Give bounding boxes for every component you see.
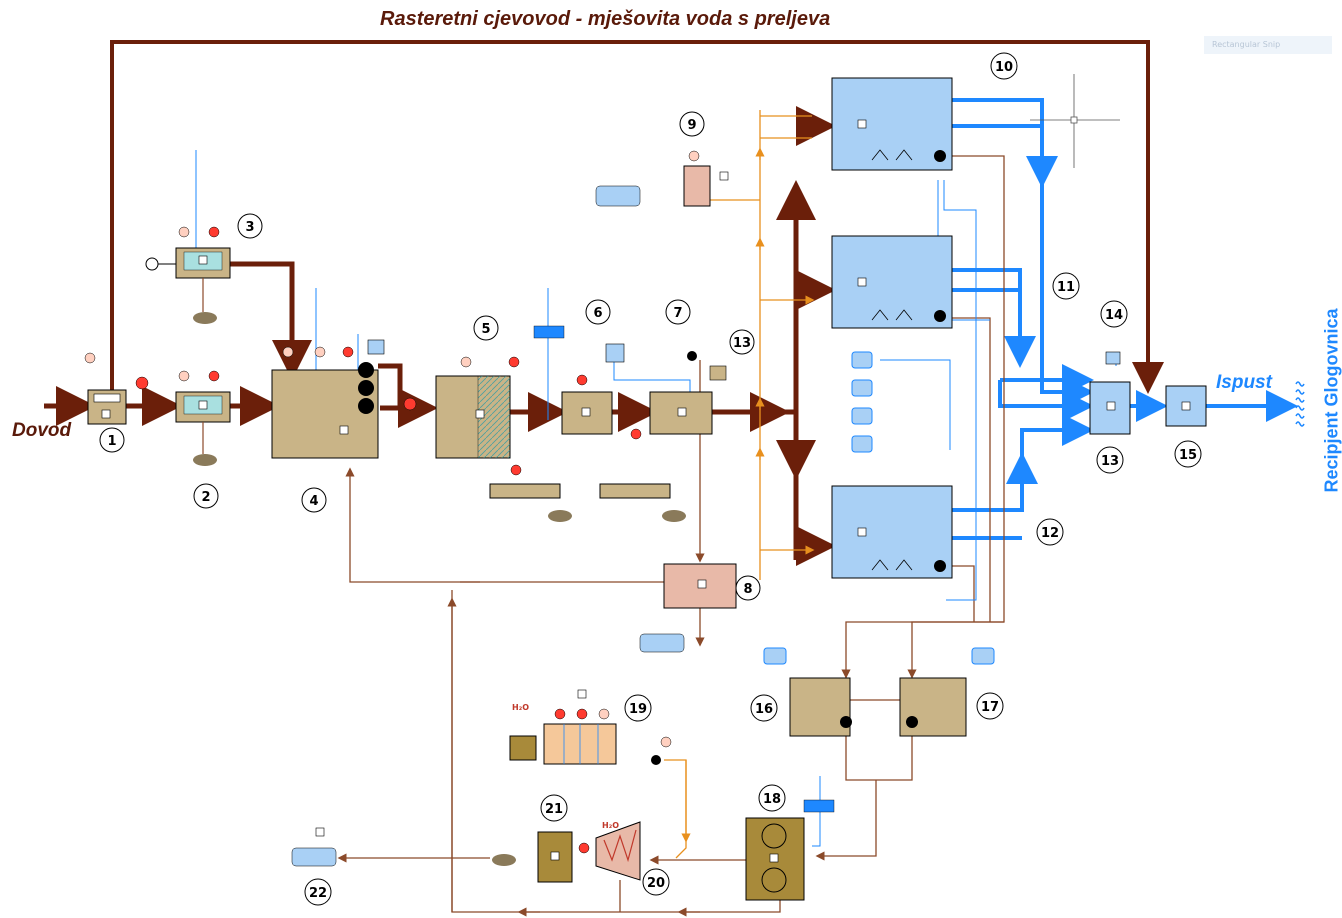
treated-water-lines <box>946 98 1298 540</box>
unit-21-sludge-container <box>492 831 573 883</box>
svg-text:3: 3 <box>245 220 254 235</box>
unit-label-10: 10 <box>990 52 1018 80</box>
svg-text:6: 6 <box>593 306 602 321</box>
unit-label-13b: 13 <box>1096 446 1124 474</box>
unit-4-equalization-tank <box>271 339 417 459</box>
svg-text:12: 12 <box>1041 526 1059 541</box>
svg-text:13: 13 <box>1101 454 1119 469</box>
unit-label-3: 3 <box>237 213 263 239</box>
unit-3-chemical-tank <box>145 226 231 324</box>
svg-text:7: 7 <box>673 306 682 321</box>
unit-6-tank <box>561 343 686 522</box>
unit-label-11: 11 <box>1052 272 1080 300</box>
unit-20-dewatering <box>578 821 641 881</box>
svg-text:10: 10 <box>995 60 1013 75</box>
unit-label-1: 1 <box>99 427 125 453</box>
crosshair-icon <box>1030 74 1120 168</box>
svg-text:20: 20 <box>647 876 665 891</box>
unit-10-bioreactor <box>831 77 953 171</box>
unit-5-primary-clarifier <box>435 325 572 522</box>
unit-16-thickener <box>763 647 852 737</box>
unit-label-18: 18 <box>758 784 786 812</box>
unit-label-14: 14 <box>1100 300 1128 328</box>
svg-text:9: 9 <box>687 118 696 133</box>
svg-text:4: 4 <box>309 494 318 509</box>
svg-text:8: 8 <box>743 582 752 597</box>
unit-label-5: 5 <box>473 315 499 341</box>
svg-text:22: 22 <box>309 886 327 901</box>
unit-label-9: 9 <box>679 111 705 137</box>
unit-label-6: 6 <box>585 299 611 325</box>
svg-text:2: 2 <box>201 490 210 505</box>
unit-17-thickener <box>899 647 995 737</box>
svg-text:18: 18 <box>763 792 781 807</box>
svg-text:17: 17 <box>981 700 999 715</box>
svg-text:5: 5 <box>481 322 490 337</box>
unit-number-labels: 1 2 3 4 5 6 7 8 9 10 11 12 13 13 14 15 1… <box>99 52 1202 906</box>
svg-text:16: 16 <box>755 702 773 717</box>
receiver-label-wrap: Recipjent Glogovnica <box>1312 280 1342 520</box>
unit-11-bioreactor <box>831 235 953 329</box>
unit-2-grit-chamber <box>175 370 231 466</box>
unit-12-bioreactor <box>831 485 953 579</box>
unit-9-dosing-station <box>595 150 729 207</box>
unit-label-22: 22 <box>304 878 332 906</box>
bypass-pipe <box>110 40 1164 398</box>
unit-19-polymer-station <box>509 689 672 765</box>
h2o-label-20: H₂O <box>602 821 619 830</box>
unit-label-17: 17 <box>976 692 1004 720</box>
unit-label-16: 16 <box>750 694 778 722</box>
diagram-title: Rasteretni cjevovod - mješovita voda s p… <box>380 8 831 30</box>
svg-text:19: 19 <box>629 702 647 717</box>
blowers <box>851 351 873 453</box>
unit-1-screen <box>84 352 149 425</box>
receiver-label: Recipjent Glogovnica <box>1321 308 1342 493</box>
outlet-label: Ispust <box>1216 372 1272 393</box>
unit-7-tank <box>649 351 727 435</box>
svg-text:11: 11 <box>1057 280 1075 295</box>
unit-label-2: 2 <box>193 483 219 509</box>
unit-label-4: 4 <box>301 487 327 513</box>
water-waves-icon <box>1295 381 1305 427</box>
unit-18-digester <box>745 799 835 901</box>
unit-label-12: 12 <box>1036 518 1064 546</box>
unit-13-outlet-tank <box>1089 351 1131 435</box>
svg-text:1: 1 <box>107 434 116 449</box>
inlet-label: Dovod <box>12 420 72 441</box>
svg-text:15: 15 <box>1179 448 1197 463</box>
unit-label-21: 21 <box>540 794 568 822</box>
h2o-label-19: H₂O <box>512 703 529 712</box>
air-lines <box>664 110 815 859</box>
svg-text:21: 21 <box>545 802 563 817</box>
unit-15-measurement <box>1165 385 1207 427</box>
svg-text:13: 13 <box>733 336 751 351</box>
unit-label-19: 19 <box>624 694 652 722</box>
unit-label-8: 8 <box>735 575 761 601</box>
unit-label-7: 7 <box>665 299 691 325</box>
unit-8-sludge-tank <box>639 563 737 653</box>
unit-label-15: 15 <box>1174 440 1202 468</box>
unit-label-20: 20 <box>642 868 670 896</box>
svg-text:14: 14 <box>1105 308 1123 323</box>
unit-label-13a: 13 <box>729 329 755 355</box>
snip-overlay-label: Rectangular Snip <box>1204 36 1332 54</box>
unit-22-truck <box>291 827 337 867</box>
